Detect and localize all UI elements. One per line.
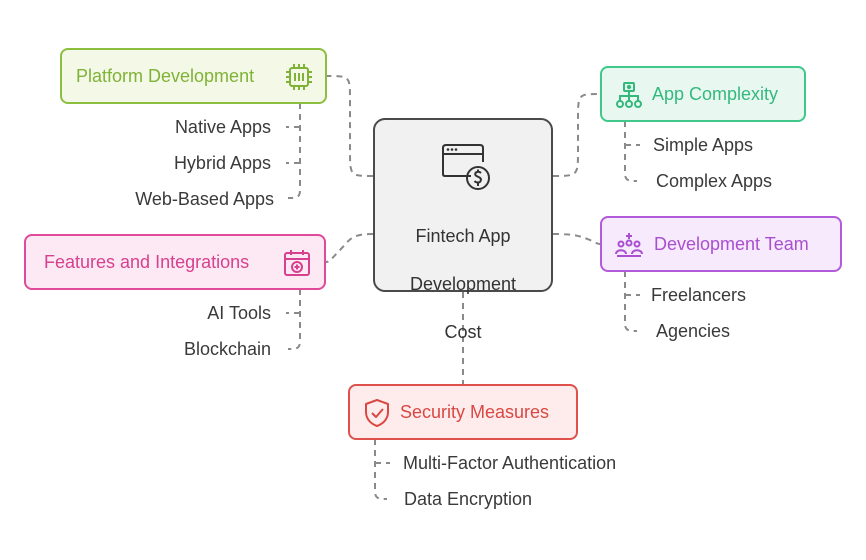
- security-measures-node: Security Measures: [348, 384, 578, 440]
- platform-development-label: Platform Development: [76, 65, 255, 86]
- connector-features: [325, 233, 374, 263]
- features-integrations-label: Features and Integrations: [44, 251, 250, 272]
- center-title-line-3: Cost: [444, 322, 482, 342]
- network-hierarchy-icon: [616, 82, 642, 108]
- calendar-plus-icon: [284, 250, 310, 276]
- circuit-chip-icon: [286, 64, 312, 90]
- security-item-multi-factor-authentication: Multi-Factor Authentication: [403, 453, 617, 473]
- platform-item-native-apps: Native Apps: [174, 117, 271, 137]
- features-item-blockchain: Blockchain: [183, 339, 271, 359]
- platform-development-node: Platform Development: [60, 48, 327, 104]
- leaf-branch-team: [624, 271, 638, 332]
- development-team-node: Development Team: [600, 216, 842, 272]
- connector-platform: [326, 75, 374, 177]
- connector-complexity: [552, 93, 601, 177]
- shield-check-icon: [365, 399, 389, 427]
- team-item-agencies: Agencies: [656, 321, 731, 341]
- complexity-item-simple-apps: Simple Apps: [653, 135, 754, 155]
- complexity-item-complex-apps: Complex Apps: [656, 171, 773, 191]
- leaf-branch-platform: [287, 103, 301, 199]
- center-node: Fintech App Development Cost: [373, 118, 553, 342]
- platform-item-hybrid-apps: Hybrid Apps: [173, 153, 271, 173]
- center-title: Fintech App Development Cost: [375, 200, 551, 368]
- team-meeting-icon: [615, 233, 643, 257]
- connector-team: [552, 233, 601, 245]
- center-title-line-1: Fintech App: [415, 226, 511, 246]
- leaf-branch-security: [374, 439, 388, 500]
- platform-item-web-based-apps: Web-Based Apps: [135, 189, 274, 209]
- app-complexity-label: App Complexity: [652, 83, 779, 104]
- browser-dollar-icon: [442, 144, 490, 190]
- leaf-branch-complexity: [624, 121, 638, 182]
- team-item-freelancers: Freelancers: [651, 285, 747, 305]
- development-team-label: Development Team: [654, 233, 809, 254]
- app-complexity-node: App Complexity: [600, 66, 806, 122]
- features-item-ai-tools: AI Tools: [207, 303, 271, 323]
- security-item-data-encryption: Data Encryption: [404, 489, 533, 509]
- security-measures-label: Security Measures: [400, 401, 550, 422]
- features-integrations-node: Features and Integrations: [24, 234, 326, 290]
- leaf-branch-features: [287, 289, 301, 350]
- center-title-line-2: Development: [409, 274, 517, 294]
